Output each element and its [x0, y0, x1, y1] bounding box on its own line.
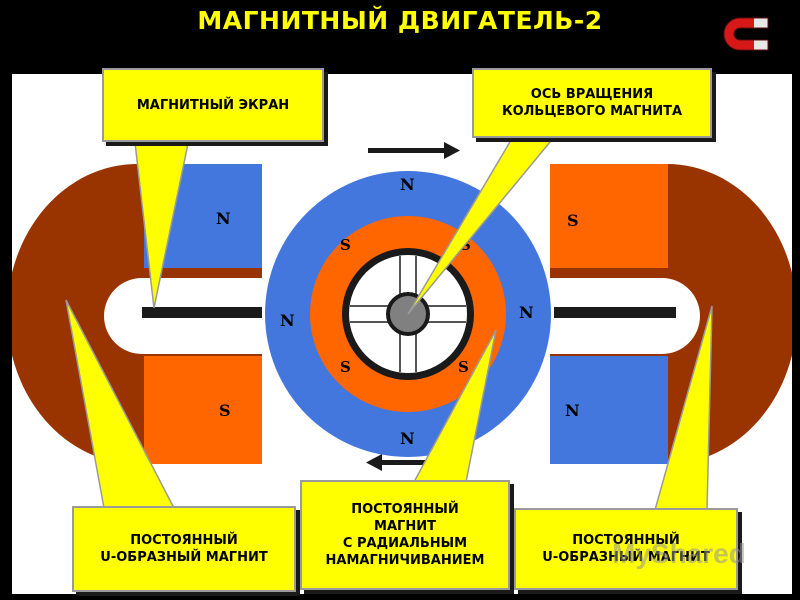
page-title: МАГНИТНЫЙ ДВИГАТЕЛЬ-2: [197, 6, 603, 35]
diagram-stage: N S S N N N: [12, 74, 792, 594]
motor-diagram: N S S N N N: [12, 129, 792, 511]
inner-pole-bottom-left: S: [340, 358, 351, 376]
outer-pole-right: N: [519, 303, 534, 322]
header-bar: МАГНИТНЫЙ ДВИГАТЕЛЬ-2: [0, 0, 800, 72]
arrow-left-icon: [366, 454, 452, 471]
inner-pole-bottom-right: S: [458, 358, 469, 376]
arrow-right-icon: [368, 142, 460, 159]
horseshoe-magnet-icon: [723, 17, 769, 51]
right-u-magnet: S N: [550, 164, 792, 464]
right-lower-pole: [550, 356, 668, 464]
outer-pole-bottom: N: [400, 429, 415, 448]
right-lower-pole-label: N: [565, 401, 580, 420]
left-lower-pole-label: S: [219, 401, 231, 420]
callout-u-magnet-right: ПОСТОЯННЫЙ U-ОБРАЗНЫЙ МАГНИТ: [514, 508, 738, 590]
inner-pole-top-left: S: [340, 236, 351, 254]
outer-pole-left: N: [280, 311, 295, 330]
left-upper-pole-label: N: [216, 209, 231, 228]
right-upper-pole: [550, 164, 668, 268]
callout-radial-magnet: ПОСТОЯННЫЙ МАГНИТ С РАДИАЛЬНЫМ НАМАГНИЧИ…: [300, 480, 510, 590]
left-magnetic-screen: [142, 307, 262, 318]
left-lower-pole: [144, 356, 262, 464]
callout-pointers: [65, 129, 713, 511]
callout-rotation-axis: ОСЬ ВРАЩЕНИЯ КОЛЬЦЕВОГО МАГНИТА: [472, 68, 712, 138]
callout-magnetic-screen: МАГНИТНЫЙ ЭКРАН: [102, 68, 324, 142]
right-upper-pole-label: S: [567, 211, 579, 230]
right-magnetic-screen: [554, 307, 676, 318]
callout-u-magnet-left: ПОСТОЯННЫЙ U-ОБРАЗНЫЙ МАГНИТ: [72, 506, 296, 592]
outer-pole-top: N: [400, 175, 415, 194]
watermark-logo: MyShared: [612, 538, 746, 569]
